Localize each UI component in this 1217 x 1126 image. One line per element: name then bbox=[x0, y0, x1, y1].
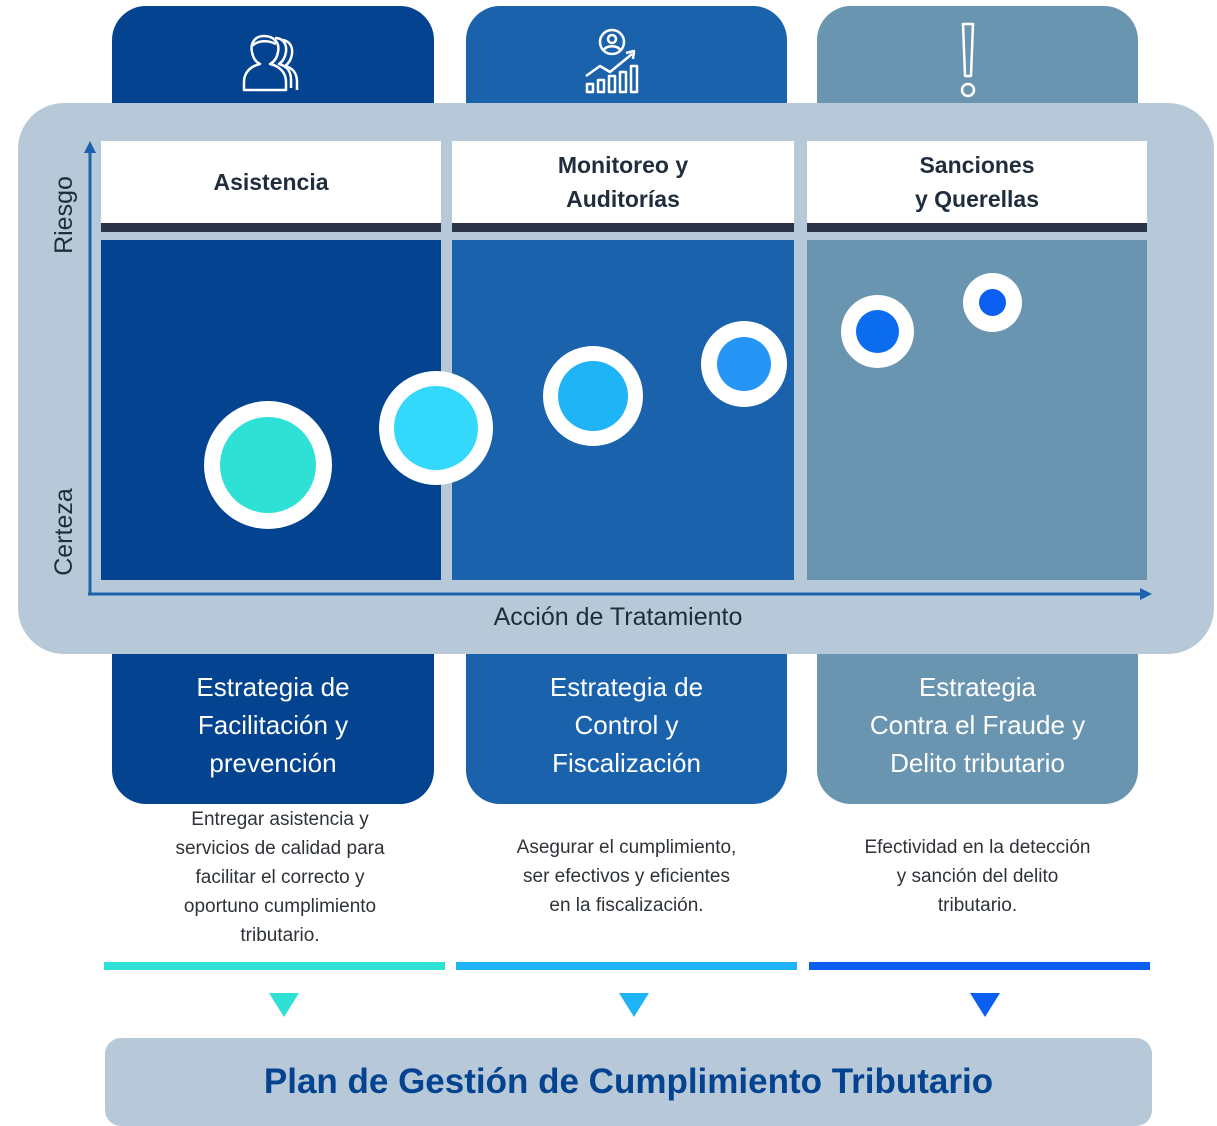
description-facilitacion: Entregar asistencia y servicios de calid… bbox=[175, 809, 385, 946]
header-divider bbox=[101, 223, 441, 232]
bubble bbox=[204, 401, 332, 529]
description-fraude: Efectividad en la detección y sanción de… bbox=[864, 837, 1091, 916]
bubble bbox=[543, 346, 643, 446]
exclamation-icon bbox=[928, 20, 1008, 100]
plan-title: Plan de Gestión de Cumplimiento Tributar… bbox=[263, 1062, 994, 1101]
down-triangle-icon bbox=[970, 993, 1000, 1017]
bubble bbox=[379, 371, 493, 485]
accent-stripe bbox=[809, 962, 1150, 970]
down-triangle-icon bbox=[619, 993, 649, 1017]
y-axis-label-certeza: Certeza bbox=[50, 488, 78, 576]
strategy-title-fraude: Estrategia Contra el Fraude y Delito tri… bbox=[869, 672, 1086, 778]
header-asistencia: Asistencia bbox=[101, 141, 441, 223]
y-axis-label-riesgo: Riesgo bbox=[50, 176, 78, 254]
description-control: Asegurar el cumplimiento, ser efectivos … bbox=[516, 837, 737, 916]
strategy-title-control: Estrategia de Control y Fiscalización bbox=[549, 672, 704, 778]
header-divider bbox=[452, 223, 794, 232]
plan-title-banner: Plan de Gestión de Cumplimiento Tributar… bbox=[105, 1038, 1152, 1126]
header-divider bbox=[807, 223, 1147, 232]
accent-stripe bbox=[104, 962, 445, 970]
bubble bbox=[841, 295, 914, 368]
person-silhouettes-icon bbox=[231, 20, 311, 100]
down-triangle-icon bbox=[269, 993, 299, 1017]
growth-chart-person-icon bbox=[576, 20, 656, 100]
bubble bbox=[701, 321, 787, 407]
x-axis-title: Acción de Tratamiento bbox=[493, 603, 743, 631]
strategy-title-facilitacion: Estrategia de Facilitación y prevención bbox=[196, 672, 350, 778]
bubble bbox=[963, 273, 1022, 332]
accent-stripe bbox=[456, 962, 797, 970]
